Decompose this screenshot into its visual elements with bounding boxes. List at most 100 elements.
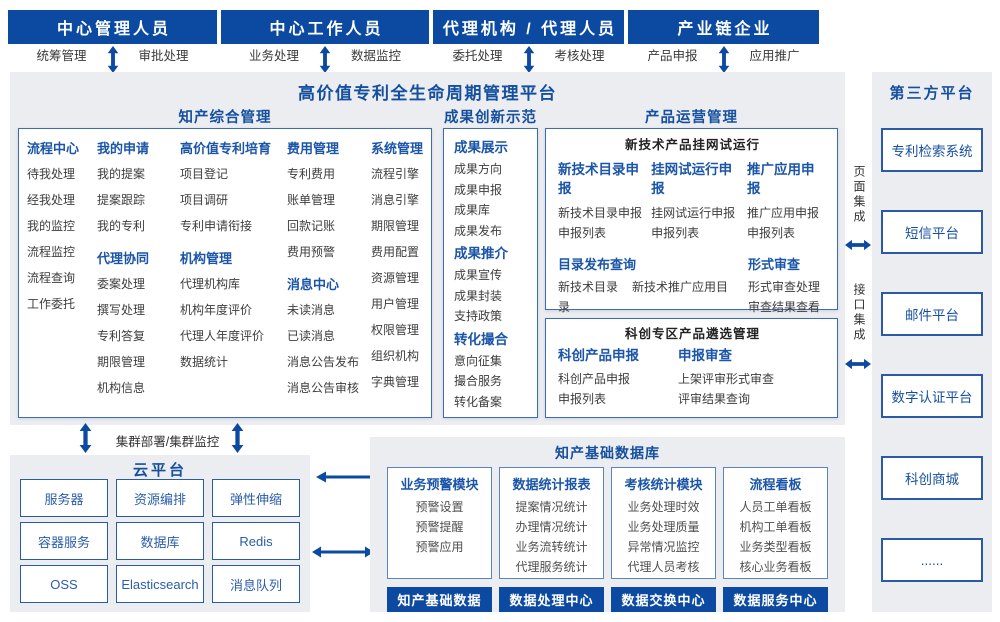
menu-item: 新技术推广应用目录 [558,280,729,314]
menu-item: 委案处理 [97,277,146,291]
menu-item-list: 挂网试运行申报申报列表 [651,203,747,243]
role-function: 考核处理 [554,49,605,63]
role-bar-center-managers: 中心管理人员 [8,10,217,44]
section-title-product-ops: 产品运营管理 [645,110,738,126]
api-integration-label: 接口集成 [852,283,866,343]
menu-item: 撮合服务 [454,374,503,388]
menu-item: 申报列表 [651,226,700,240]
role-function: 数据监控 [351,49,402,63]
menu-item: 代理机构库 [180,277,241,291]
menu-item: 撰写处理 [97,303,146,317]
third-party-box: 数字认证平台 [881,374,983,418]
menu-item: 未读消息 [287,303,336,317]
menu-item: 异常情况监控 [627,540,700,554]
menu-item: 挂网试运行申报 [651,206,736,220]
menu-item: 机构信息 [97,381,146,395]
menu-item: 成果方向 [454,162,503,176]
role-bar-center-staff: 中心工作人员 [221,10,429,44]
role-function: 产品申报 [647,49,698,63]
menu-item: 期限管理 [371,219,420,233]
third-party-box: ...... [881,538,983,582]
db-module-title: 考核统计模块 [624,477,703,492]
role-function: 业务处理 [248,49,299,63]
double-arrow-horizontal-icon [845,358,871,370]
formal-review-group: 形式审查 形式审查处理审查结果查看 [748,253,820,337]
menu-item: 申报列表 [558,226,607,240]
menu-item-list: 成果宣传成果封装支持政策 [454,265,537,327]
cloud-service-box: 弹性伸缩 [212,479,300,517]
menu-item: 工作委托 [27,297,76,311]
role-function: 统筹管理 [36,49,87,63]
menu-item-list: 我的提案提案跟踪我的专利 [97,161,180,239]
menu-item: 专利申请衔接 [180,219,253,233]
sci-innovation-selection-box: 科创专区产品遴选管理 科创产品申报 科创产品申报申报列表 申报审查 上架评审形式… [545,318,838,418]
menu-item-list: 流程引擎消息引擎期限管理费用配置资源管理用户管理权限管理组织机构字典管理 [371,161,429,395]
cloud-service-box: 消息队列 [212,565,300,603]
menu-item: 新技术目录申报 [558,206,643,220]
menu-item: 专利费用 [287,167,336,181]
role-function: 审批处理 [138,49,189,63]
third-party-panel: 第三方平台 专利检索系统短信平台邮件平台数字认证平台科创商城...... [872,72,992,612]
menu-item: 成果发布 [454,223,503,238]
db-module-box: 数据统计报表 提案情况统计办理情况统计业务流转统计代理服务统计 [499,467,604,579]
third-party-box: 短信平台 [881,210,983,254]
menu-item: 代理人年度评价 [180,329,265,343]
menu-item-list: 委案处理撰写处理专利答复期限管理机构信息 [97,271,180,401]
db-centers: 知产基础数据数据处理中心数据交换中心数据服务中心 [387,587,828,612]
section-title-achievement: 成果创新示范 [444,110,537,126]
group-title: 转化撮合 [454,331,508,347]
menu-item: 业务流转统计 [515,540,588,554]
menu-item: 成果库 [454,203,491,217]
menu-item: 消息公告发布 [287,355,360,369]
box-header: 新技术产品挂网试运行 [624,138,760,152]
db-module-title: 数据统计报表 [512,477,591,492]
menu-item: 业务处理质量 [627,520,700,534]
menu-item: 推广应用申报 [746,206,819,220]
cloud-service-box: Redis [212,522,300,560]
data-center-box: 数据处理中心 [499,587,604,612]
ip-database-title: 知产基础数据库 [555,445,660,461]
menu-item: 流程查询 [27,271,76,285]
group-title: 形式审查 [748,257,801,272]
db-module-box: 考核统计模块 业务处理时效业务处理质量异常情况监控代理人员考核 [611,467,716,579]
role-bar-industry: 产业链企业 [628,10,819,44]
menu-item: 权限管理 [371,323,420,337]
role-functions: 业务处理 数据监控 [221,46,429,74]
group-title: 代理协同 [97,251,150,266]
menu-item: 专利答复 [97,329,146,343]
menu-item-list: 项目登记项目调研专利申请衔接 [180,161,287,239]
third-party-box: 专利检索系统 [881,128,983,172]
role-bar-agency: 代理机构 / 代理人员 [433,10,624,44]
db-module-title: 流程看板 [749,477,802,492]
cloud-service-box: 容器服务 [20,522,108,560]
third-party-title: 第三方平台 [889,85,975,102]
menu-item: 待我处理 [27,167,76,181]
double-arrow-vertical-icon [107,46,118,73]
group-title: 科创产品申报 [558,348,639,363]
platform-title: 高价值专利全生命周期管理平台 [298,84,557,103]
menu-item: 支持政策 [454,309,503,323]
menu-item: 账单管理 [287,193,336,207]
menu-item: 期限管理 [97,355,146,369]
section-title-ip: 知产综合管理 [178,110,272,126]
menu-item-list: 科创产品申报申报列表 [558,369,678,409]
db-module-title: 业务预警模块 [400,477,479,492]
cloud-service-box: 资源编排 [116,479,204,517]
menu-item: 我的提案 [97,167,146,181]
cloud-service-box: 服务器 [20,479,108,517]
menu-item-list: 代理机构库机构年度评价代理人年度评价数据统计 [180,271,287,375]
group-title: 费用管理 [287,141,340,156]
menu-item-list: 新技术目录申报申报列表 [558,203,651,243]
group-title: 机构管理 [180,251,233,266]
menu-item: 上架评审形式审查 [678,372,775,386]
group-title: 成果推介 [454,246,508,261]
group-title: 消息中心 [287,277,340,292]
db-modules: 业务预警模块 预警设置预警提醒预警应用 数据统计报表 提案情况统计办理情况统计业… [387,467,828,579]
menu-item: 机构工单看板 [739,520,812,534]
menu-item: 人员工单看板 [739,500,812,514]
group-title: 系统管理 [371,141,424,156]
new-tech-trial-box: 新技术产品挂网试运行 新技术目录申报 新技术目录申报申报列表 挂网试运行申报 挂… [545,128,838,334]
cluster-label: 集群部署/集群监控 [115,435,220,449]
